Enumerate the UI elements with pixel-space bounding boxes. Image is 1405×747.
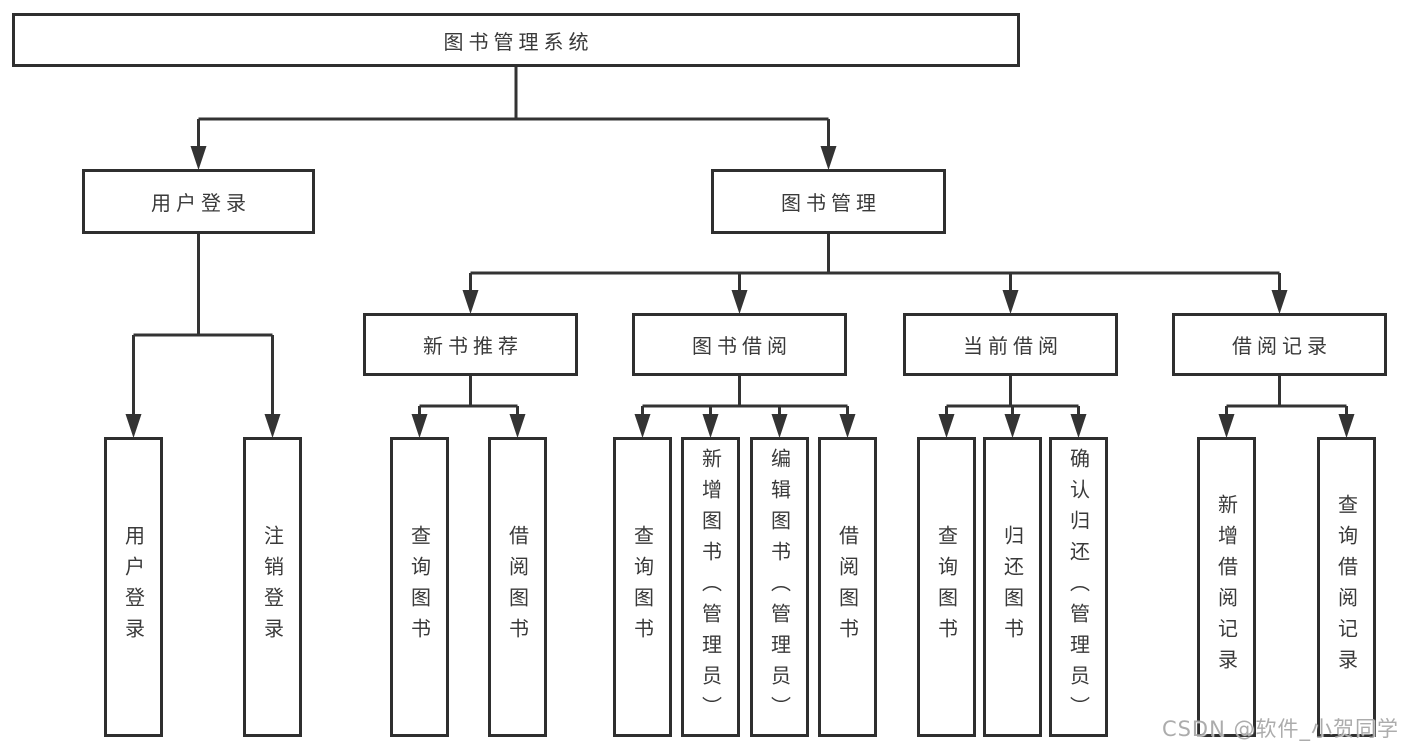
node-label: 用户登录	[151, 191, 251, 215]
leaf-confirm-return-admin: 确认归还（管理员）	[1049, 437, 1108, 737]
leaf-query-books-current: 查询图书	[917, 437, 976, 737]
leaf-user-login: 用户登录	[104, 437, 163, 737]
leaf-label: 新增图书（管理员）	[698, 447, 723, 727]
leaf-return-books: 归还图书	[983, 437, 1042, 737]
leaf-label: 借阅图书	[835, 525, 860, 649]
leaf-query-borrow-record: 查询借阅记录	[1317, 437, 1376, 737]
leaf-label: 借阅图书	[505, 525, 530, 649]
node-label: 新书推荐	[423, 334, 523, 358]
leaf-label: 用户登录	[121, 525, 146, 649]
node-label: 图书管理	[781, 191, 881, 215]
leaf-label: 查询图书	[630, 525, 655, 649]
node-root-label: 图书管理系统	[443, 29, 594, 54]
leaf-borrow-books-recommend: 借阅图书	[488, 437, 547, 737]
leaf-logout: 注销登录	[243, 437, 302, 737]
node-label: 当前借阅	[963, 334, 1063, 358]
node-book-borrow: 图书借阅	[632, 313, 847, 376]
leaf-label: 新增借阅记录	[1214, 494, 1239, 680]
connector-edges	[132, 67, 1348, 414]
arrowhead-icons	[125, 146, 1355, 438]
leaf-label: 确认归还（管理员）	[1066, 447, 1091, 727]
leaf-query-books-borrow: 查询图书	[613, 437, 672, 737]
node-book-management: 图书管理	[711, 169, 946, 234]
node-new-book-recommend: 新书推荐	[363, 313, 578, 376]
leaf-label: 查询图书	[934, 525, 959, 649]
leaf-edit-book-admin: 编辑图书（管理员）	[750, 437, 809, 737]
node-root: 图书管理系统	[12, 13, 1020, 67]
leaf-label: 编辑图书（管理员）	[767, 447, 792, 727]
node-user-login: 用户登录	[82, 169, 315, 234]
leaf-label: 查询借阅记录	[1334, 494, 1359, 680]
leaf-label: 注销登录	[260, 525, 285, 649]
node-label: 图书借阅	[692, 334, 792, 358]
node-label: 借阅记录	[1232, 334, 1332, 358]
leaf-add-borrow-record: 新增借阅记录	[1197, 437, 1256, 737]
leaf-borrow-books: 借阅图书	[818, 437, 877, 737]
leaf-add-book-admin: 新增图书（管理员）	[681, 437, 740, 737]
leaf-label: 归还图书	[1000, 525, 1025, 649]
leaf-query-books-recommend: 查询图书	[390, 437, 449, 737]
node-current-borrow: 当前借阅	[903, 313, 1118, 376]
node-borrow-records: 借阅记录	[1172, 313, 1387, 376]
leaf-label: 查询图书	[407, 525, 432, 649]
